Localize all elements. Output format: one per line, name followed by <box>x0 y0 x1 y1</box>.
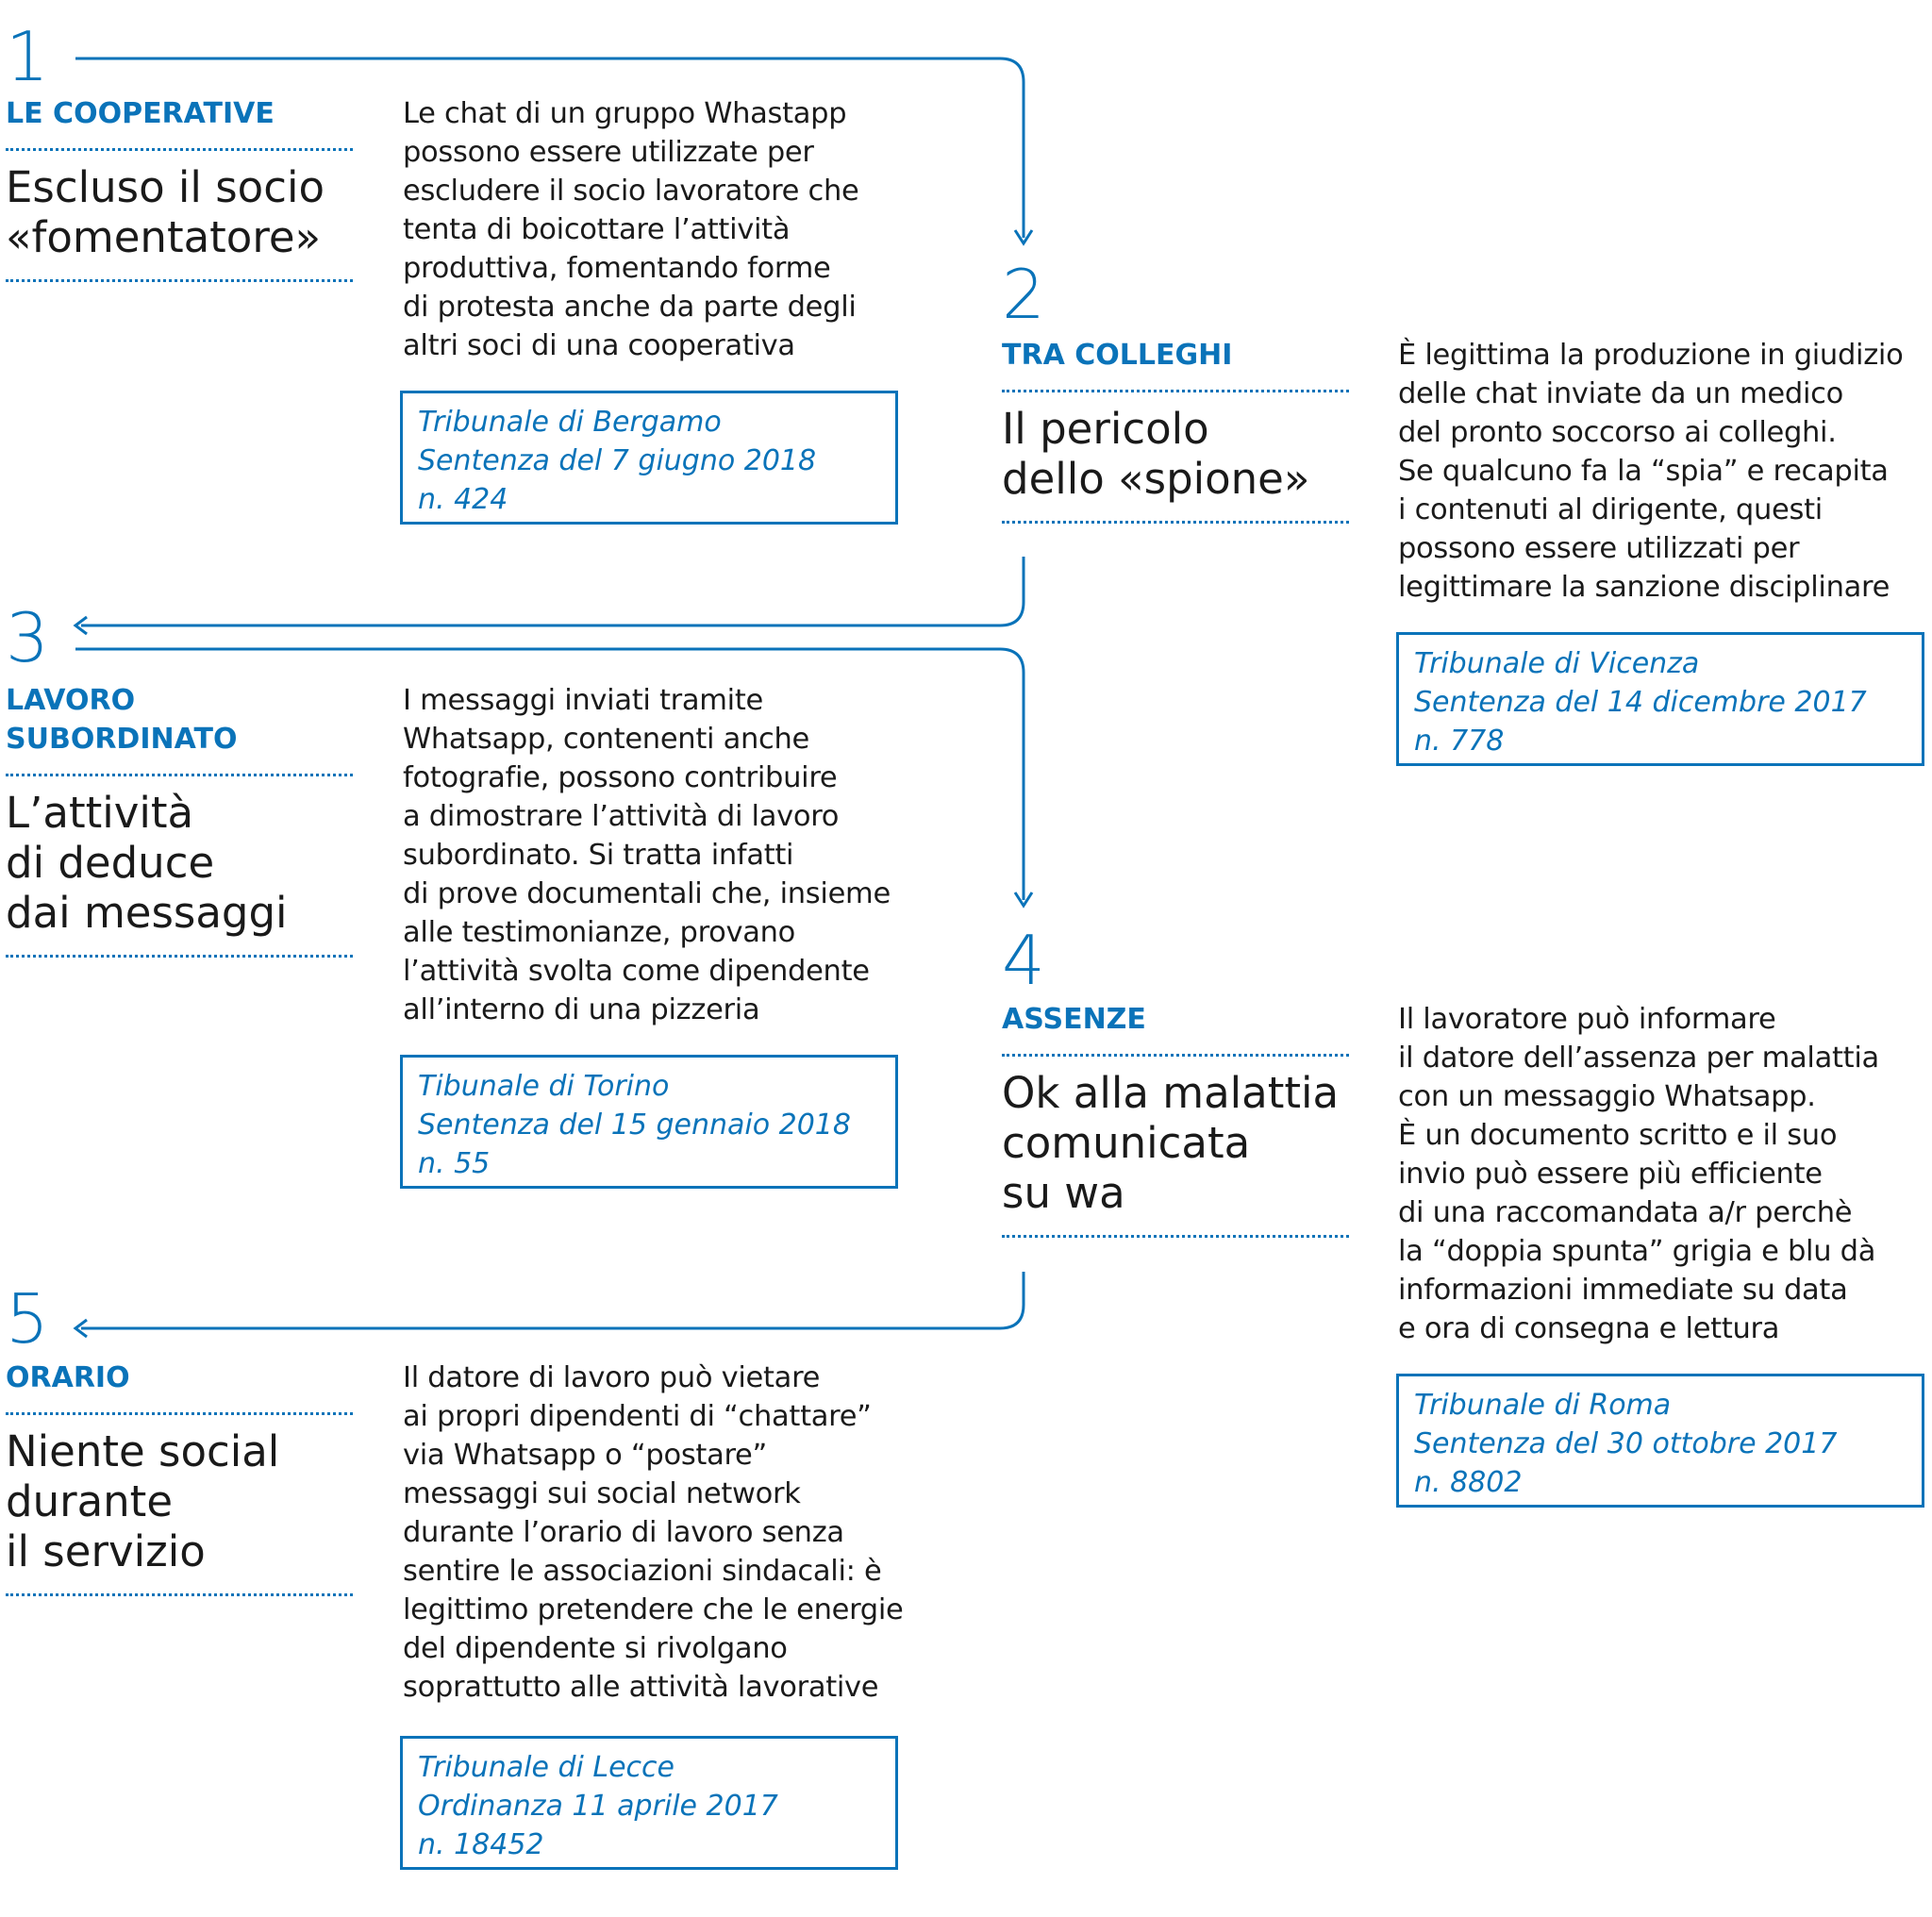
connector-4-to-5 <box>81 1272 1025 1330</box>
step-heading: Ok alla malattia comunicata su wa <box>1002 1054 1349 1238</box>
step-heading: Escluso il socio «fomentatore» <box>6 148 353 282</box>
step-description: È legittima la produzione in giudizio de… <box>1398 339 1904 604</box>
step-category: LAVORO SUBORDINATO <box>6 684 238 756</box>
step-category: ASSENZE <box>1002 1003 1146 1036</box>
arrowhead-left-5 <box>73 1318 88 1339</box>
step-category: ORARIO <box>6 1361 130 1394</box>
step-number: 2 <box>1002 255 1045 334</box>
connector-3-to-4 <box>75 647 1025 900</box>
step-category: LE COOPERATIVE <box>6 97 275 130</box>
arrowhead-down-4 <box>1013 892 1034 908</box>
court-reference: Tribunale di Lecce Ordinanza 11 aprile 2… <box>400 1736 898 1870</box>
court-reference: Tribunale di Vicenza Sentenza del 14 dic… <box>1396 632 1924 766</box>
step-description: Il datore di lavoro può vietare ai propr… <box>403 1361 904 1704</box>
step-heading: L’attività di deduce dai messaggi <box>6 774 353 958</box>
connector-2-to-3 <box>81 557 1025 627</box>
step-number: 3 <box>6 598 49 677</box>
court-reference: Tibunale di Torino Sentenza del 15 genna… <box>400 1055 898 1189</box>
arrowhead-down-2 <box>1013 229 1034 246</box>
step-description: I messaggi inviati tramite Whatsapp, con… <box>403 684 891 1026</box>
step-category: TRA COLLEGHI <box>1002 339 1233 372</box>
court-reference: Tribunale di Roma Sentenza del 30 ottobr… <box>1396 1374 1924 1508</box>
step-number: 5 <box>6 1279 49 1359</box>
step-heading: Niente social durante il servizio <box>6 1412 353 1596</box>
connector-1-to-2 <box>75 57 1025 238</box>
step-heading: Il pericolo dello «spione» <box>1002 390 1349 524</box>
step-description: Le chat di un gruppo Whastapp possono es… <box>403 97 859 362</box>
step-number: 4 <box>1002 921 1045 1000</box>
step-description: Il lavoratore può informare il datore de… <box>1398 1003 1879 1345</box>
court-reference: Tribunale di Bergamo Sentenza del 7 giug… <box>400 391 898 525</box>
arrowhead-left-3 <box>73 615 88 636</box>
step-number: 1 <box>6 17 49 96</box>
